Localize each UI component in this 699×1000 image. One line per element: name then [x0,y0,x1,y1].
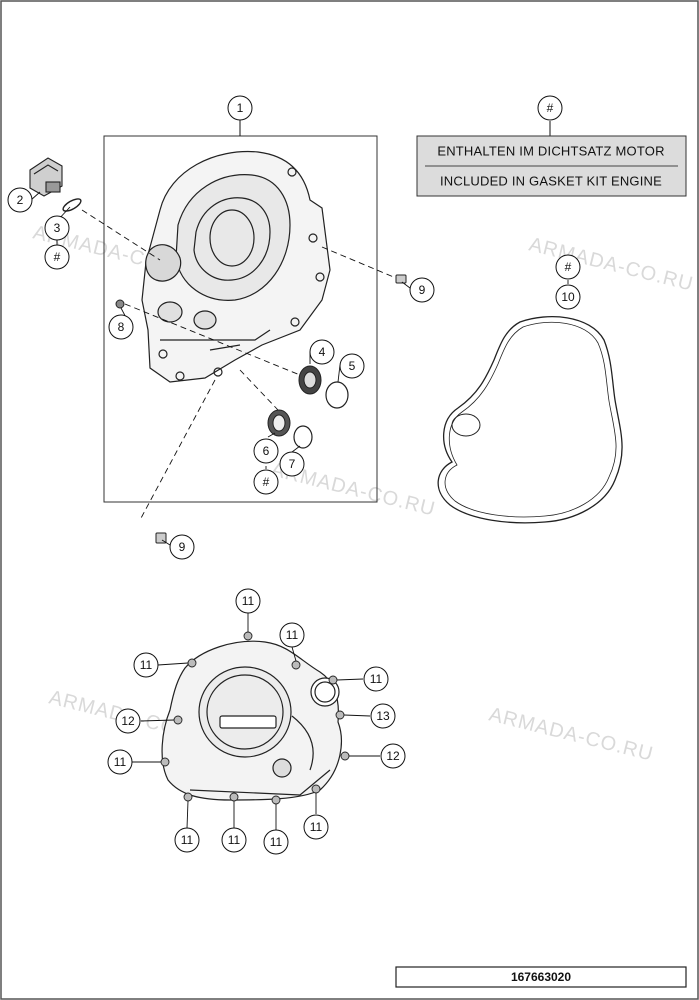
callout-11: 11 [263,829,289,855]
svg-text:9: 9 [419,283,426,297]
svg-text:#: # [565,260,572,274]
callout-6-7-hash: # [253,469,279,495]
svg-text:11: 11 [370,672,383,686]
oil-filler-plug-part [29,157,63,197]
callout-12: 12 [380,743,406,769]
svg-text:3: 3 [54,221,61,235]
svg-text:5: 5 [349,359,356,373]
callout-9-bottom: 9 [169,534,195,560]
svg-text:4: 4 [319,345,326,359]
bottom-leader-lines [132,613,380,830]
callout-11: 11 [363,666,389,692]
svg-text:6: 6 [263,444,270,458]
svg-text:11: 11 [140,658,153,672]
legend-line-en: INCLUDED IN GASKET KIT ENGINE [440,174,662,189]
o-ring-part [62,198,82,212]
callout-11: 11 [279,622,305,648]
svg-text:9: 9 [179,540,186,554]
callout-12: 12 [115,708,141,734]
callout-1: 1 [227,95,253,121]
svg-text:11: 11 [181,833,194,847]
svg-text:1: 1 [237,101,244,115]
svg-text:2: 2 [17,193,24,207]
callout-11: 11 [107,749,133,775]
bottom-cover-bolt-heads [160,631,350,805]
callout-10-hash: # [555,254,581,280]
gasket-kit-legend: # ENTHALTEN IM DICHTSATZ MOTOR INCLUDED … [416,95,687,197]
callout-5: 5 [339,353,365,379]
legend-line-de: ENTHALTEN IM DICHTSATZ MOTOR [437,144,664,159]
clutch-cover-part [141,150,331,383]
small-plug-part [115,299,125,309]
clutch-cover-bottom-view [161,640,342,801]
leader-lines [30,191,569,546]
svg-text:11: 11 [310,820,323,834]
callout-8: 8 [108,314,134,340]
circlip-part-small [293,425,313,449]
callout-2: 2 [7,187,33,213]
callout-11: 11 [303,814,329,840]
svg-text:8: 8 [118,320,125,334]
watermark: ARMADA-CO.RU [527,234,696,296]
svg-text:#: # [54,250,61,264]
gasket-part [437,316,623,524]
svg-text:12: 12 [386,749,400,763]
callout-9-right: 9 [409,277,435,303]
callout-11: 11 [221,827,247,853]
circlip-part [325,381,349,409]
svg-text:11: 11 [242,594,255,608]
callout-11: 11 [133,652,159,678]
svg-text:11: 11 [270,835,283,849]
document-number-box: 167663020 [395,966,687,988]
svg-text:11: 11 [286,628,299,642]
svg-text:7: 7 [289,457,296,471]
callout-4: 4 [309,339,335,365]
callout-7: 7 [279,451,305,477]
seal-ring-part [267,409,291,437]
svg-text:11: 11 [228,833,241,847]
callout-13: 13 [370,703,396,729]
svg-text:12: 12 [121,714,135,728]
watermark: ARMADA-CO.RU [487,704,656,766]
legend-hash-symbol: # [547,101,554,115]
svg-text:13: 13 [376,709,390,723]
svg-text:11: 11 [114,755,127,769]
shaft-seal-part [298,365,322,395]
callout-6: 6 [253,438,279,464]
svg-text:#: # [263,475,270,489]
callout-11: 11 [174,827,200,853]
callout-3-hash: # [44,244,70,270]
svg-text:10: 10 [561,290,575,304]
document-number: 167663020 [511,970,571,984]
callout-11: 11 [235,588,261,614]
callout-3: 3 [44,215,70,241]
callout-10: 10 [555,284,581,310]
